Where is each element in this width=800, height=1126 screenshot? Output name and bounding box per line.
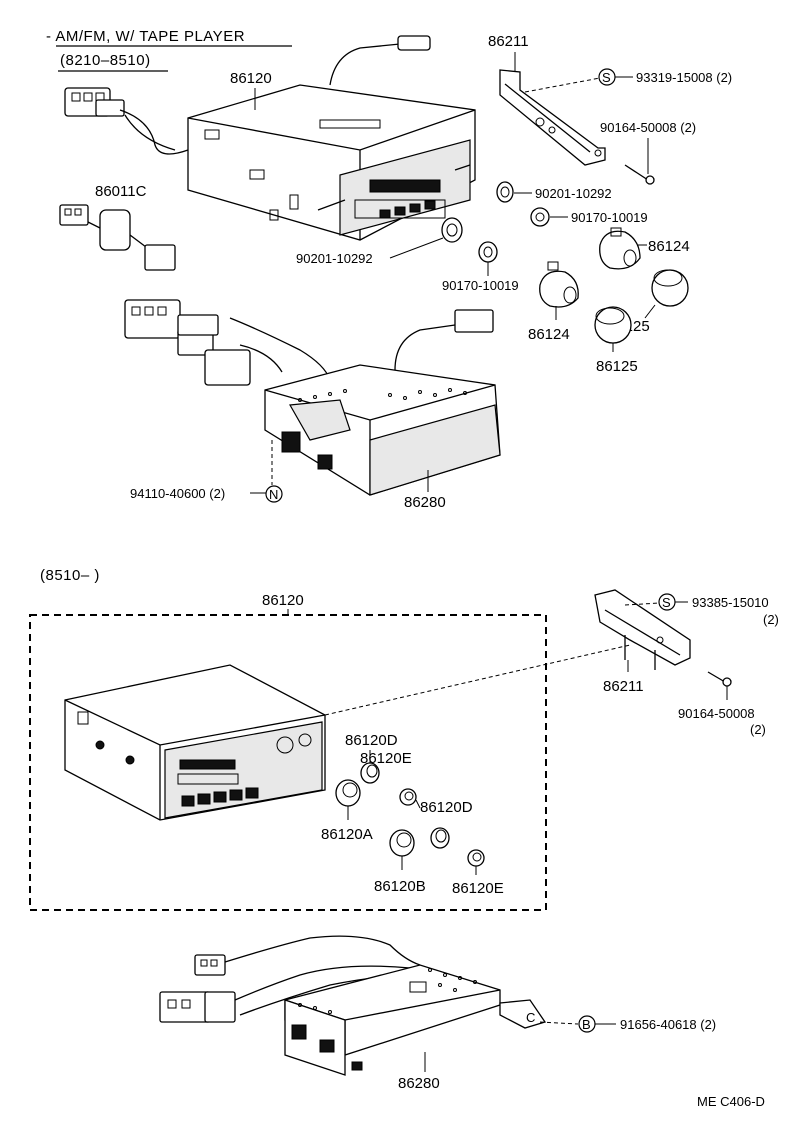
leader-radio-to-bracket <box>324 644 631 716</box>
antenna-lead <box>329 35 431 86</box>
label-amp-86280-top: 86280 <box>404 494 446 511</box>
washer-90201-right <box>496 181 514 203</box>
label-bracket-86211-top: 86211 <box>488 33 529 50</box>
nut-90170-right <box>530 207 550 227</box>
knob-86120a <box>335 779 361 807</box>
label-bolt-91656: 91656-40618 (2) <box>620 1017 716 1032</box>
amp-antenna-lead <box>394 309 494 371</box>
radio-harness-top <box>64 87 189 155</box>
symbol-circle-n <box>265 485 283 503</box>
symbol-s-top: S <box>602 70 611 85</box>
label-nut-90170-left: 90170-10019 <box>442 278 519 293</box>
label-86120d-upper: 86120D <box>345 732 398 749</box>
label-bracket-86211-bottom: 86211 <box>603 678 644 695</box>
leader-washer-left <box>389 237 444 259</box>
amp-harness-bottom <box>159 935 421 1023</box>
knob-86120e-lower <box>467 849 485 867</box>
amplifier-86280-bottom <box>284 964 547 1076</box>
amplifier-86280-top <box>264 364 501 496</box>
screw-90164-bottom <box>707 671 732 687</box>
label-radio-86120-bottom: 86120 <box>262 592 304 609</box>
screw-90164-top <box>624 164 655 185</box>
knob-86125-left <box>594 306 632 344</box>
label-screw-90164-bottom: 90164-50008 <box>678 706 755 721</box>
label-amp-86280-bottom: 86280 <box>398 1075 440 1092</box>
label-radio-86120-top: 86120 <box>230 70 272 87</box>
symbol-s-bottom: S <box>662 595 671 610</box>
leader-knob-86125-right <box>644 304 656 319</box>
label-86120a: 86120A <box>321 826 373 843</box>
label-bracket-c: C <box>526 1010 535 1025</box>
label-86120e-lower: 86120E <box>452 880 504 897</box>
label-washer-90201-right: 90201-10292 <box>535 186 612 201</box>
diagram-code: ME C406-D <box>697 1094 765 1109</box>
label-knob-86124-upper: 86124 <box>648 238 690 255</box>
nut-90170-left <box>478 241 498 263</box>
knob-86120b <box>389 829 415 857</box>
label-knob-86125-left: 86125 <box>596 358 638 375</box>
leader-bolt-b <box>539 1021 579 1025</box>
label-screw-s-top: 93319-15008 (2) <box>636 70 732 85</box>
knob-86120e-upper <box>399 788 417 806</box>
bracket-86211-bottom <box>594 589 691 670</box>
knob-86124-upper <box>599 227 641 270</box>
bracket-86211-top <box>499 69 606 166</box>
range-label-bottom: (8510– ) <box>40 567 100 584</box>
label-screw-s-bottom: 93385-15010 <box>692 595 769 610</box>
leader-screw-s-top <box>524 77 601 93</box>
label-screw-90164-qty-bottom: (2) <box>750 722 766 737</box>
label-washer-90201-left: 90201-10292 <box>296 251 373 266</box>
symbol-b: B <box>582 1017 591 1032</box>
knob-86125-right <box>651 269 689 307</box>
label-86120e-upper: 86120E <box>360 750 412 767</box>
label-nut-90170-right: 90170-10019 <box>571 210 648 225</box>
range-label-top: (8210–8510) <box>60 52 151 69</box>
label-screw-90164-top: 90164-50008 (2) <box>600 120 696 135</box>
harness-86011c <box>59 204 176 271</box>
radio-unit-bottom <box>64 664 326 821</box>
leader-86120d-lower <box>415 799 421 809</box>
label-86120d-lower: 86120D <box>420 799 473 816</box>
label-knob-86124-lower: 86124 <box>528 326 570 343</box>
diagram-title: - AM/FM, W/ TAPE PLAYER <box>46 28 245 45</box>
knob-86120d-lower <box>430 827 450 849</box>
radio-unit-top <box>187 84 476 241</box>
label-harness-86011c: 86011C <box>95 183 147 200</box>
label-86120b: 86120B <box>374 878 426 895</box>
washer-90201-left <box>441 217 463 243</box>
label-screw-s-qty-bottom: (2) <box>763 612 779 627</box>
label-bolt-94110: 94110-40600 (2) <box>130 486 225 501</box>
knob-86124-lower <box>539 261 579 308</box>
amp-harness-top <box>124 299 331 386</box>
leader-screw-s-bottom <box>624 602 661 606</box>
symbol-n: N <box>269 487 278 502</box>
